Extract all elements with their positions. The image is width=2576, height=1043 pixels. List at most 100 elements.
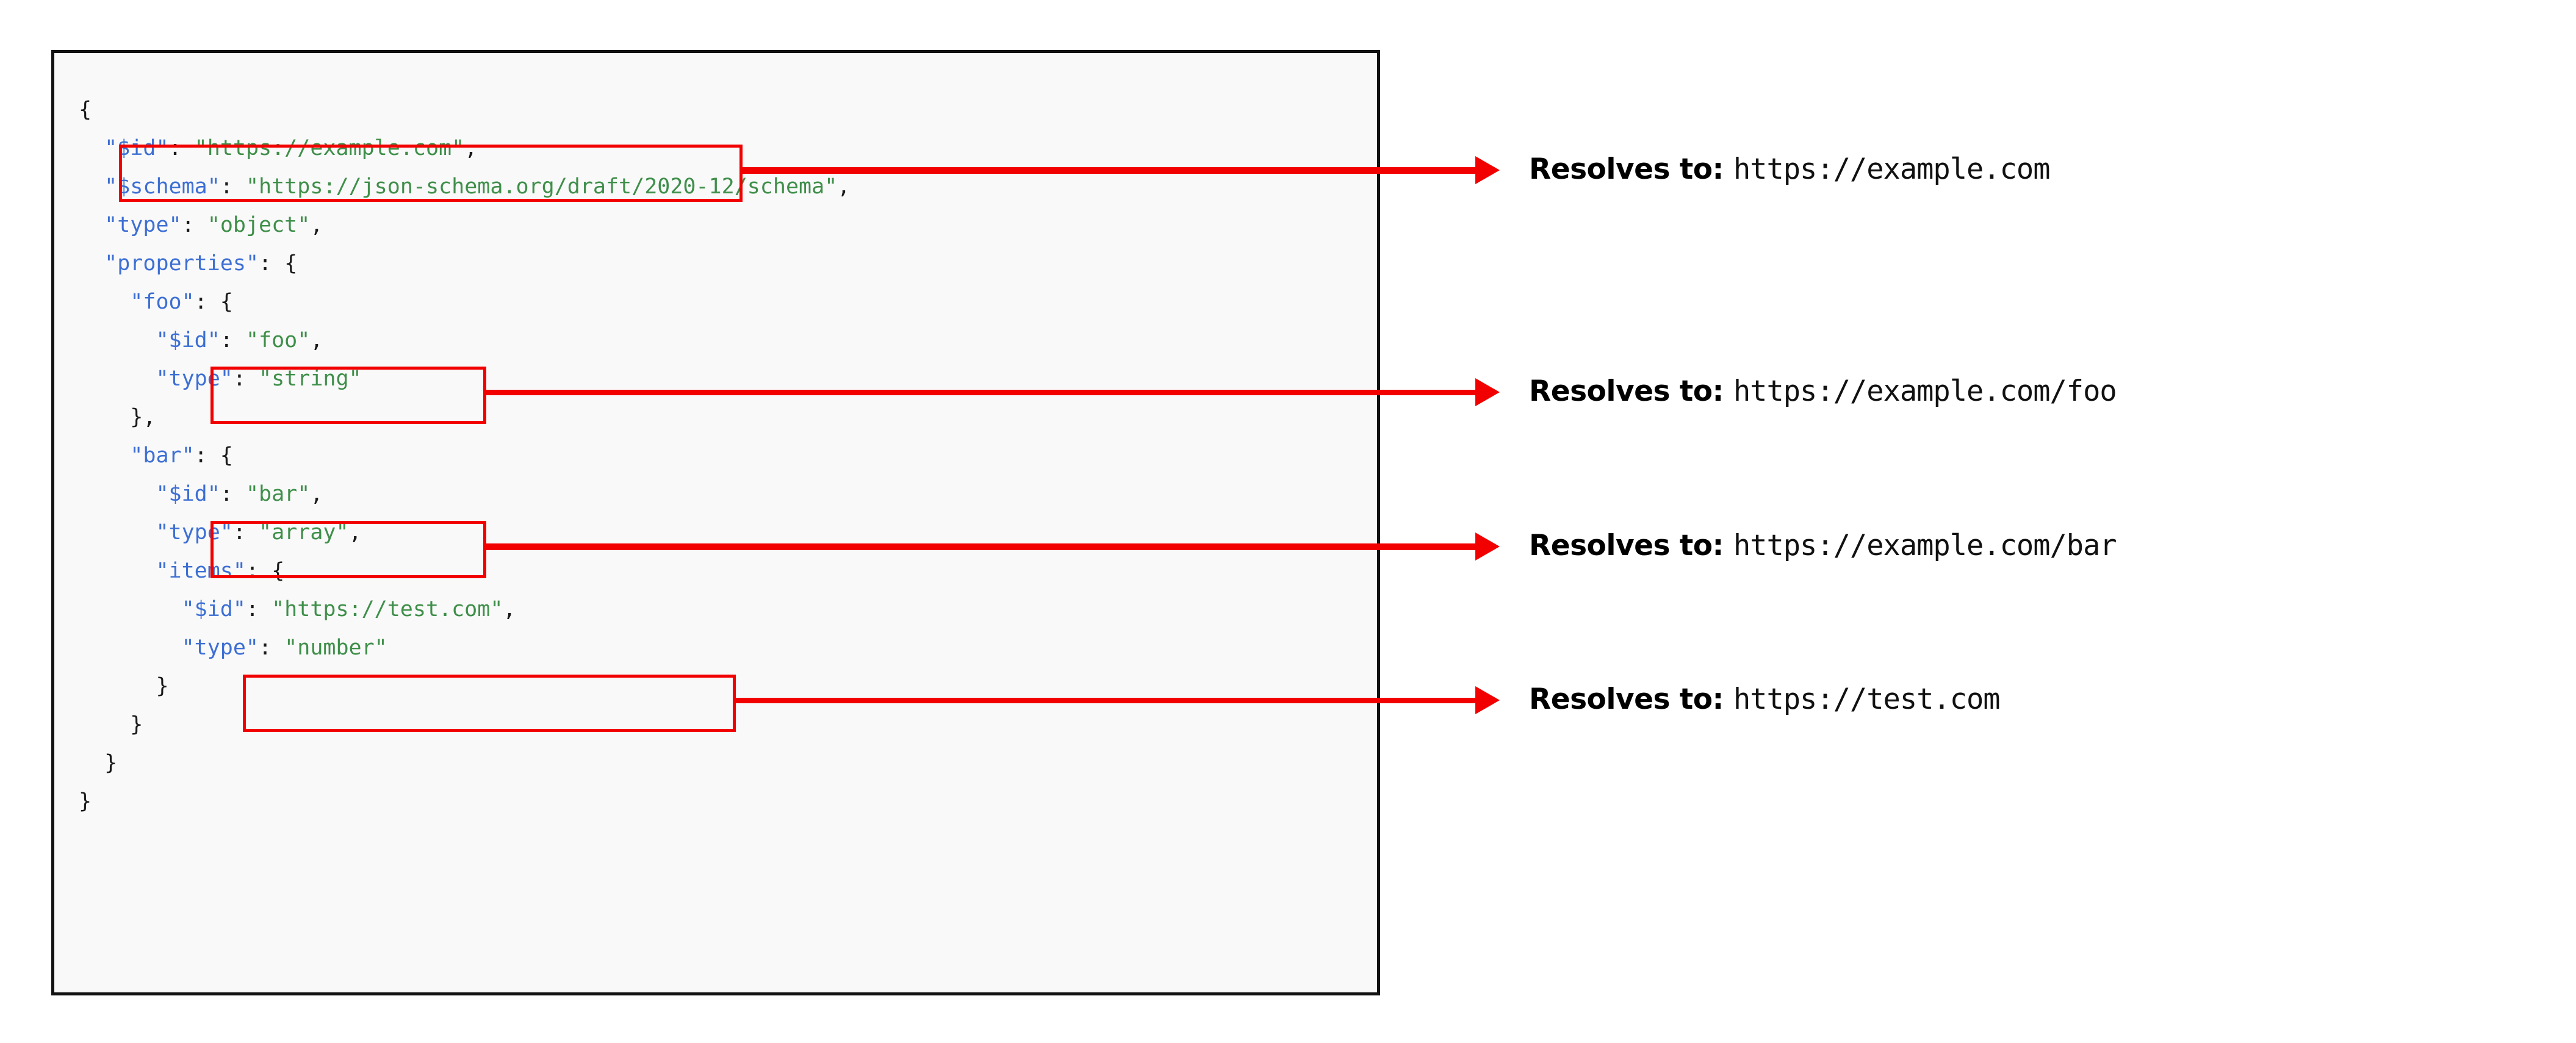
json-string: "string"	[259, 367, 362, 391]
code-indent	[79, 597, 182, 622]
json-punct: }	[156, 674, 169, 698]
json-string: "https://json-schema.org/draft/2020-12/s…	[245, 174, 838, 199]
json-punct: ,	[464, 136, 478, 160]
code-line: "$schema": "https://json-schema.org/draf…	[79, 168, 850, 206]
arrow-bar-line	[483, 543, 1475, 550]
arrow-bar-head	[1475, 532, 1500, 561]
code-indent	[79, 174, 104, 199]
json-key: "foo"	[130, 290, 195, 314]
code-indent	[79, 213, 104, 237]
resolution-row: Resolves to: https://test.com	[1529, 683, 2001, 716]
code-line: "foo": {	[79, 283, 850, 321]
code-indent	[79, 482, 156, 506]
json-punct: ,	[348, 520, 362, 545]
arrow-foo-head	[1475, 378, 1500, 406]
code-line: {	[79, 91, 850, 129]
code-line: "type": "string"	[79, 360, 850, 398]
json-key: "$id"	[104, 136, 169, 160]
code-line: }	[79, 667, 850, 706]
code-line: "$id": "bar",	[79, 475, 850, 514]
resolution-url: https://example.com/bar	[1733, 529, 2117, 562]
json-key: "properties"	[104, 251, 259, 276]
json-punct: :	[220, 174, 246, 199]
json-string: "https://example.com"	[194, 136, 465, 160]
json-punct: :	[220, 328, 246, 353]
json-string: "number"	[284, 636, 387, 660]
json-punct: },	[130, 405, 156, 429]
json-punct: :	[181, 213, 207, 237]
json-punct: :	[220, 482, 246, 506]
code-line: "type": "number"	[79, 629, 850, 667]
json-key: "type"	[181, 636, 259, 660]
code-indent	[79, 367, 156, 391]
json-punct: :	[232, 520, 259, 545]
resolution-url: https://example.com/foo	[1733, 375, 2117, 408]
code-line: "items": {	[79, 552, 850, 590]
json-key: "type"	[104, 213, 182, 237]
arrow-root-line	[739, 167, 1475, 174]
code-indent	[79, 443, 130, 468]
code-line: "type": "object",	[79, 206, 850, 245]
json-punct: }	[79, 789, 92, 814]
json-punct: :	[232, 367, 259, 391]
resolution-url: https://test.com	[1733, 683, 2001, 716]
code-line: }	[79, 744, 850, 783]
arrow-items-line	[733, 697, 1475, 703]
json-punct: ,	[310, 482, 323, 506]
code-indent	[79, 405, 130, 429]
code-indent	[79, 520, 156, 545]
json-punct: : {	[194, 290, 233, 314]
json-key: "$id"	[156, 482, 220, 506]
json-punct: }	[104, 751, 118, 775]
json-punct: :	[168, 136, 195, 160]
code-indent	[79, 328, 156, 353]
json-schema-code: { "$id": "https://example.com", "$schema…	[79, 91, 850, 821]
code-line: "properties": {	[79, 245, 850, 283]
json-string: "https://test.com"	[272, 597, 503, 622]
json-punct: : {	[194, 443, 233, 468]
json-punct: {	[79, 98, 92, 122]
code-indent	[79, 751, 104, 775]
json-punct: :	[245, 597, 272, 622]
json-punct: ,	[837, 174, 851, 199]
arrow-foo-line	[483, 389, 1475, 395]
json-string: "object"	[207, 213, 311, 237]
code-line: }	[79, 706, 850, 744]
json-key: "items"	[156, 559, 246, 583]
json-punct: :	[259, 636, 285, 660]
json-key: "$id"	[181, 597, 246, 622]
json-string: "array"	[259, 520, 349, 545]
json-key: "bar"	[130, 443, 195, 468]
code-line: "$id": "https://example.com",	[79, 129, 850, 168]
code-line: "bar": {	[79, 437, 850, 475]
resolution-label: Resolves to:	[1529, 375, 1724, 408]
json-string: "foo"	[245, 328, 311, 353]
code-indent	[79, 636, 182, 660]
code-indent	[79, 712, 130, 737]
json-schema-code-panel: { "$id": "https://example.com", "$schema…	[51, 50, 1380, 995]
resolution-label: Resolves to:	[1529, 683, 1724, 716]
json-punct: }	[130, 712, 143, 737]
json-key: "type"	[156, 520, 233, 545]
code-indent	[79, 290, 130, 314]
resolution-row: Resolves to: https://example.com/foo	[1529, 375, 2117, 408]
code-indent	[79, 559, 156, 583]
arrow-root-head	[1475, 156, 1500, 184]
code-line: "$id": "foo",	[79, 321, 850, 360]
code-indent	[79, 674, 156, 698]
code-line: "$id": "https://test.com",	[79, 590, 850, 629]
json-key: "$id"	[156, 328, 220, 353]
resolution-row: Resolves to:https://example.com	[1529, 152, 2050, 186]
json-punct: ,	[310, 213, 323, 237]
json-key: "type"	[156, 367, 233, 391]
code-line: "type": "array",	[79, 514, 850, 552]
json-punct: ,	[310, 328, 323, 353]
json-punct: : {	[259, 251, 298, 276]
code-indent	[79, 136, 104, 160]
json-string: "bar"	[245, 482, 311, 506]
resolution-row: Resolves to:https://example.com/bar	[1529, 529, 2117, 562]
resolution-url: https://example.com	[1733, 152, 2051, 186]
code-line: },	[79, 398, 850, 437]
json-punct: ,	[503, 597, 516, 622]
json-punct: : {	[245, 559, 285, 583]
